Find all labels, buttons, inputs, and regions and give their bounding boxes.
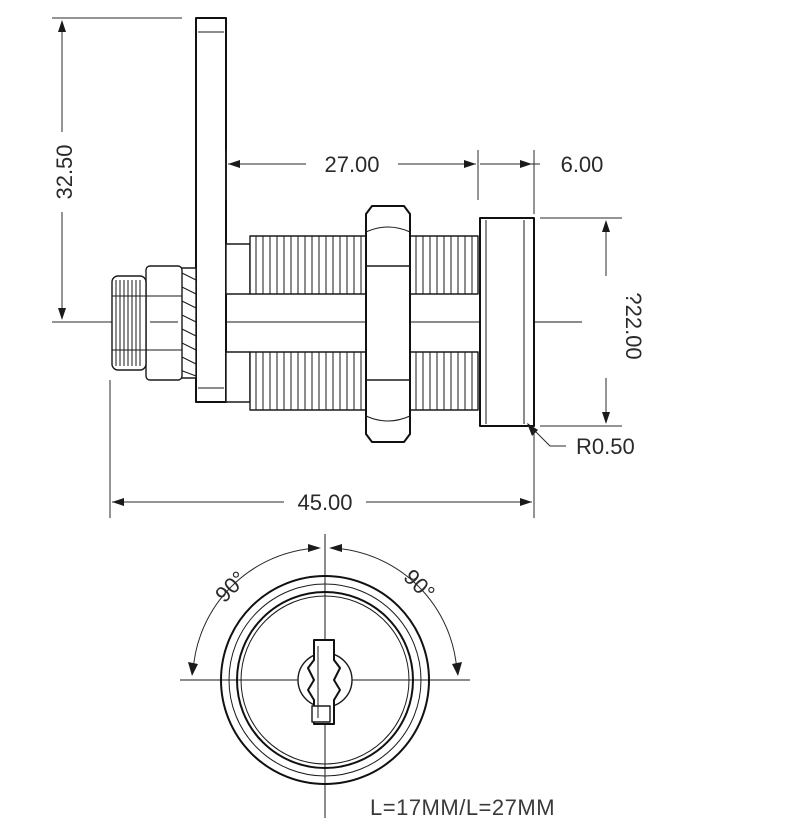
- dimension-label-total-length: 45.00: [297, 490, 352, 515]
- face-ring: [228, 583, 422, 777]
- rotation-label-right: 90°: [399, 564, 440, 605]
- body-shoulder: [225, 243, 251, 403]
- face-inner-ring: [236, 591, 414, 769]
- side-view: 32.50 27.00 6.00 ?22.00: [52, 17, 646, 518]
- face-outer-ring: [220, 575, 430, 785]
- lower-thread: [249, 351, 479, 411]
- key-plug: [297, 639, 353, 725]
- front-view: 90° 90° L=17MM/L=27MM: [180, 534, 555, 820]
- dimension-label-head-thickness: 6.00: [561, 152, 604, 177]
- dimension-27-00: 27.00: [225, 150, 479, 200]
- upper-thread: [249, 235, 479, 295]
- dimension-label-radius: R0.50: [576, 434, 635, 459]
- dimension-label-head-diameter: ?22.00: [621, 292, 646, 359]
- face-inner-edge: [240, 595, 410, 765]
- dimension-label-thread-length: 27.00: [324, 152, 379, 177]
- rotation-label-left: 90°: [210, 566, 251, 607]
- rear-threaded-stud: [111, 275, 147, 371]
- length-note: L=17MM/L=27MM: [370, 795, 555, 820]
- dimension-r0-50: R0.50: [527, 423, 635, 459]
- lock-washer: [179, 267, 197, 379]
- cam-tab-plate: [195, 17, 227, 403]
- dimension-32-50: 32.50: [52, 17, 182, 323]
- dimension-22-00: ?22.00: [540, 217, 646, 427]
- dimension-45-00: 45.00: [109, 380, 535, 518]
- dimension-label-height: 32.50: [52, 144, 77, 199]
- small-hex-nut: [145, 265, 183, 381]
- main-hex-nut: [365, 205, 411, 443]
- cylinder-head: [479, 217, 535, 427]
- dimension-6-00: 6.00: [480, 150, 603, 214]
